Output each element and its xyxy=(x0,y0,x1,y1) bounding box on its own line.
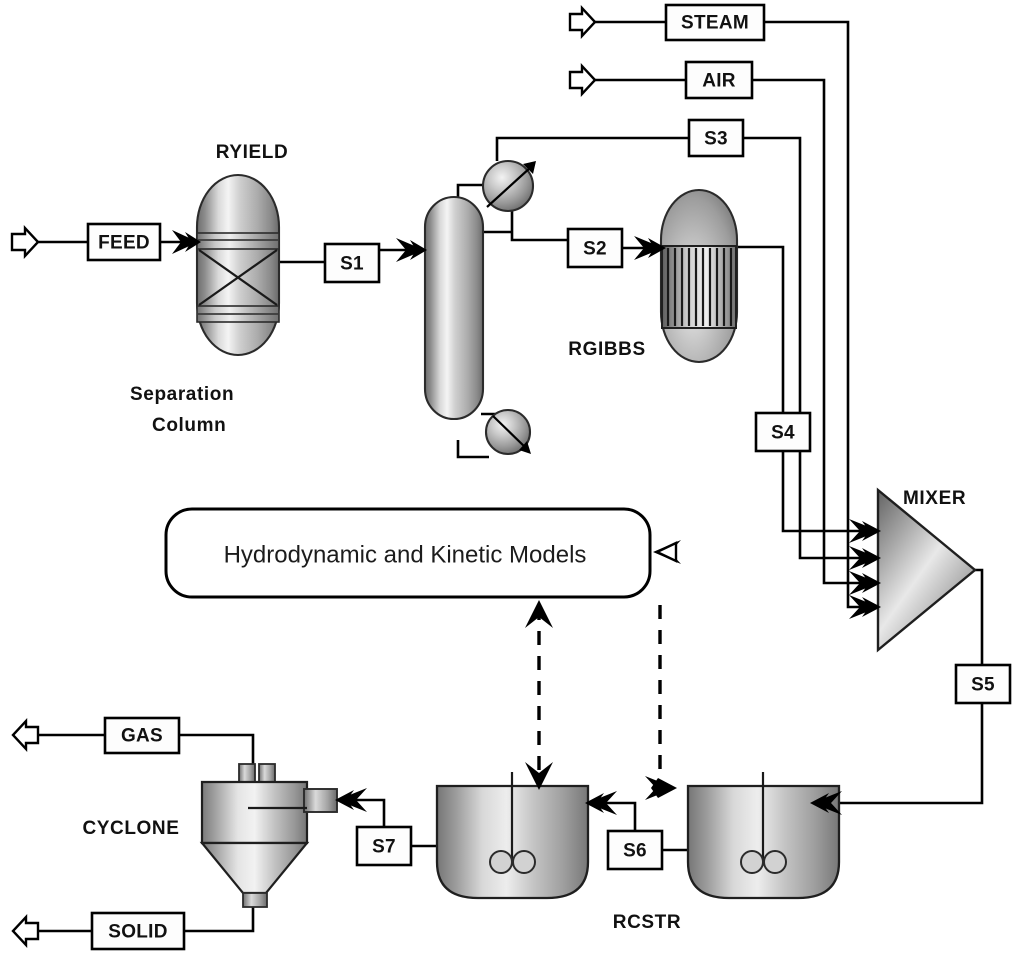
pipe-s3-to-mixer xyxy=(743,136,876,560)
pipe-cyclone-to-gas xyxy=(179,733,255,765)
unit-reboiler[interactable] xyxy=(484,408,532,456)
stream-label-s5: S5 xyxy=(971,675,995,696)
column-shell xyxy=(423,195,485,421)
terminal-air-inlet[interactable] xyxy=(568,62,597,98)
reboiler-duty-line xyxy=(492,415,528,450)
cyclone-barrel xyxy=(200,780,309,845)
terminal-gas-outlet[interactable] xyxy=(11,717,40,753)
arrow-models-down-to-rcstr-left xyxy=(525,762,553,790)
terminal-solid-outlet[interactable] xyxy=(11,913,40,949)
stream-box-solid[interactable]: SOLID xyxy=(90,911,186,951)
stream-box-s5[interactable]: S5 xyxy=(954,663,1012,705)
condenser-duty-arrow xyxy=(523,161,536,174)
pipe-mixer-to-s5 xyxy=(975,568,984,665)
stream-box-s2[interactable]: S2 xyxy=(566,227,624,269)
reboiler-duty-arrow xyxy=(519,441,531,454)
arrow-s2-to-rgibbs xyxy=(634,236,666,260)
cyclone-outlet-nozzle xyxy=(242,892,268,908)
pipe-s4-to-mixer xyxy=(781,451,876,533)
arrow-s5-into-rcstr-right xyxy=(810,791,842,815)
stream-box-air[interactable]: AIR xyxy=(684,60,754,100)
stream-box-s1[interactable]: S1 xyxy=(323,242,381,284)
stream-label-s3: S3 xyxy=(704,129,728,150)
stream-label-air: AIR xyxy=(702,71,736,92)
unit-rcstr-left[interactable] xyxy=(435,772,590,900)
arrow-s4-into-mixer xyxy=(849,519,881,543)
ryield-shell xyxy=(195,173,281,357)
rgibbs-tubes xyxy=(666,248,733,326)
arrow-feed-to-ryield xyxy=(172,230,201,254)
condenser-duty-line xyxy=(486,166,532,208)
arrow-s3-into-mixer xyxy=(849,546,881,570)
unit-condenser[interactable] xyxy=(481,159,536,213)
models-box-frame xyxy=(164,507,652,599)
rcstr-right-impeller-b xyxy=(763,850,787,874)
stream-box-steam[interactable]: STEAM xyxy=(664,3,766,42)
stream-label-s1: S1 xyxy=(340,254,364,275)
stream-box-s4[interactable]: S4 xyxy=(754,411,812,453)
arrow-models-down-to-rcstr-right xyxy=(645,776,677,800)
terminal-steam-inlet[interactable] xyxy=(568,4,597,40)
stream-box-gas[interactable]: GAS xyxy=(103,716,181,755)
pipe-cyclone-to-solid xyxy=(184,898,255,933)
stream-label-s2: S2 xyxy=(583,239,607,260)
stream-box-s3[interactable]: S3 xyxy=(687,118,745,158)
rcstr-left-impeller-b xyxy=(512,850,536,874)
stream-box-feed[interactable]: FEED xyxy=(86,222,162,262)
unit-ryield[interactable] xyxy=(195,173,281,357)
separation-column-label-line2: Column xyxy=(152,415,226,436)
arrow-models-right-edge-inlet xyxy=(653,540,681,564)
cyclone-inlet-pipe xyxy=(303,788,338,813)
pipe-s5-to-rcstr-right xyxy=(813,703,984,805)
stream-label-gas: GAS xyxy=(121,726,163,747)
unit-models-box[interactable]: Hydrodynamic and Kinetic Models xyxy=(164,507,652,599)
rcstr-label: RCSTR xyxy=(613,912,681,933)
unit-rcstr-right[interactable] xyxy=(686,772,841,900)
terminal-feed-inlet[interactable] xyxy=(10,224,40,260)
stream-box-s7[interactable]: S7 xyxy=(355,825,413,867)
rgibbs-label: RGIBBS xyxy=(568,339,646,360)
mixer-triangle xyxy=(876,487,977,653)
separation-column-label-line1: Separation xyxy=(130,384,234,405)
rcstr-left-impeller-a xyxy=(489,850,513,874)
stream-label-s7: S7 xyxy=(372,837,396,858)
stream-label-s6: S6 xyxy=(623,841,647,862)
arrow-s7-into-cyclone xyxy=(335,788,367,812)
pipe-air-to-mixer xyxy=(752,78,876,585)
cyclone-nozzle-left xyxy=(238,763,256,783)
stream-label-s4: S4 xyxy=(771,423,795,444)
ryield-label: RYIELD xyxy=(216,142,289,163)
unit-mixer[interactable] xyxy=(876,487,977,653)
cyclone-cone xyxy=(199,841,310,895)
stream-label-solid: SOLID xyxy=(108,922,168,943)
rcstr-right-impeller-a xyxy=(740,850,764,874)
pipe-rgibbs-to-s4 xyxy=(737,245,785,413)
cyclone-label: CYCLONE xyxy=(82,818,179,839)
arrow-air-into-mixer xyxy=(849,571,881,595)
arrow-steam-into-mixer xyxy=(849,595,881,619)
ryield-band-upper xyxy=(196,232,280,250)
unit-separation-column[interactable] xyxy=(423,195,485,421)
cyclone-nozzle-right xyxy=(258,763,276,783)
unit-cyclone[interactable] xyxy=(199,763,338,908)
arrow-s1-to-column xyxy=(396,238,427,262)
stream-label-feed: FEED xyxy=(98,233,150,254)
arrow-rcstr-left-up-to-models xyxy=(525,600,553,628)
ryield-cross-b xyxy=(198,249,278,306)
arrow-s6-into-rcstr-left xyxy=(585,791,617,815)
unit-rgibbs[interactable] xyxy=(659,188,739,364)
stream-box-s6[interactable]: S6 xyxy=(606,829,664,871)
mixer-label: MIXER xyxy=(903,488,966,509)
stream-label-steam: STEAM xyxy=(681,13,749,34)
models-box-text: Hydrodynamic and Kinetic Models xyxy=(224,542,587,569)
pipe-steam-to-mixer xyxy=(764,20,876,609)
